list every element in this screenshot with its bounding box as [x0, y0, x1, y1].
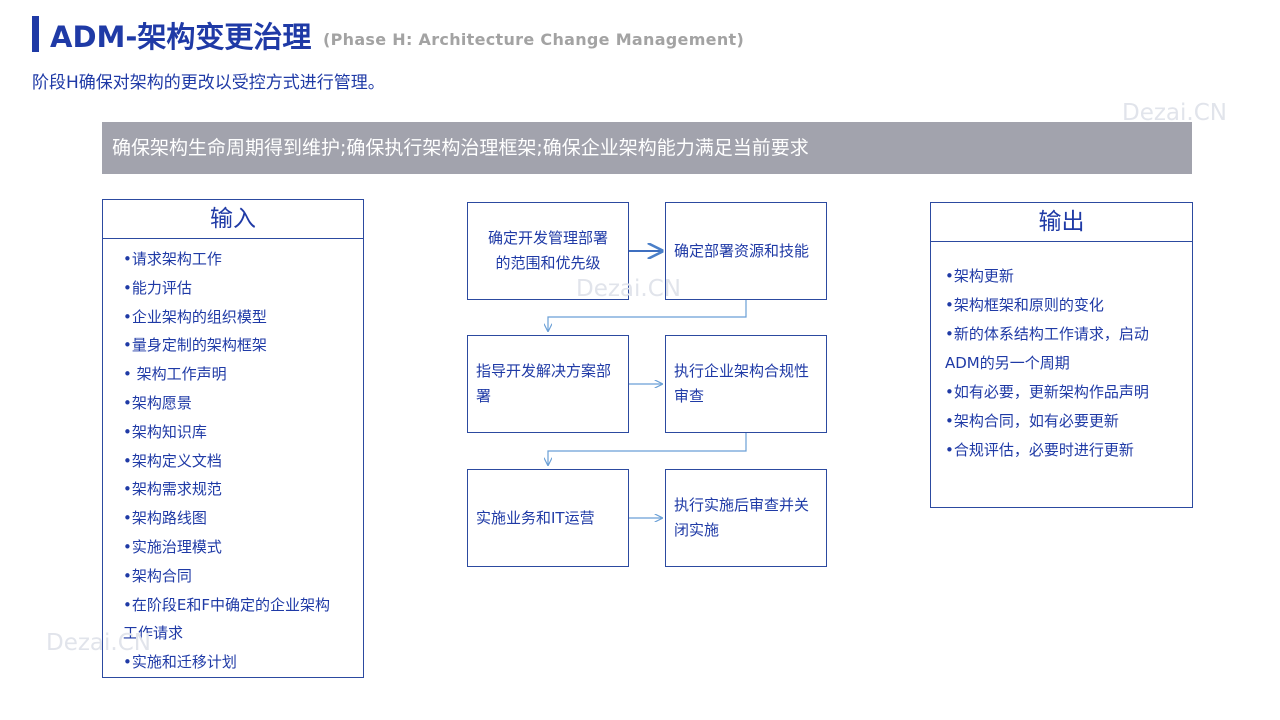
page-title: ADM-架构变更治理 [50, 20, 312, 54]
input-panel: 输入 •请求架构工作 •能力评估 •企业架构的组织模型 •量身定制的架构框架 •… [102, 199, 364, 678]
step-label: 实施业务和IT运营 [476, 508, 595, 527]
output-item: •架构框架和原则的变化 [945, 296, 1104, 314]
input-item: •实施治理模式 [123, 537, 222, 556]
step-implement-operations: 实施业务和IT运营 [467, 469, 629, 567]
page-title-english: (Phase H: Architecture Change Management… [323, 30, 745, 49]
watermark: Dezai.CN [576, 276, 681, 302]
output-item: •新的体系结构工作请求，启动 [945, 325, 1149, 343]
step-label: 指导开发解决方案部署 [476, 362, 612, 405]
step-label: 确定部署资源和技能 [674, 241, 810, 260]
input-item: •请求架构工作 [123, 250, 222, 268]
input-item: •企业架构的组织模型 [123, 307, 267, 326]
step-guide-deployment: 指导开发解决方案部署 [467, 335, 629, 433]
input-list: •请求架构工作 •能力评估 •企业架构的组织模型 •量身定制的架构框架 • 架构… [103, 239, 363, 677]
input-item: •实施和迁移计划 [123, 653, 237, 672]
input-item: • 架构工作声明 [123, 365, 227, 384]
step-post-implementation-review: 执行实施后审查并关闭实施 [665, 469, 827, 567]
title-accent-bar [32, 16, 39, 52]
output-panel: 输出 •架构更新 •架构框架和原则的变化 •新的体系结构工作请求，启动 ADM的… [930, 202, 1193, 508]
step-define-scope: 确定开发管理部署的范围和优先级 [467, 202, 629, 300]
input-item: •架构定义文档 [123, 451, 222, 470]
output-item: •架构更新 [945, 267, 1014, 285]
step-label: 确定开发管理部署的范围和优先级 [487, 229, 608, 272]
step-compliance-review: 执行企业架构合规性审查 [665, 335, 827, 433]
arrow-step4-step5 [548, 433, 747, 465]
input-item: •能力评估 [123, 278, 192, 297]
output-list: •架构更新 •架构框架和原则的变化 •新的体系结构工作请求，启动 ADM的另一个… [931, 242, 1192, 465]
step-label: 执行企业架构合规性审查 [674, 362, 810, 405]
input-item: •架构知识库 [123, 422, 207, 441]
output-item: ADM的另一个周期 [945, 354, 1070, 372]
goal-banner: 确保架构生命周期得到维护;确保执行架构治理框架;确保企业架构能力满足当前要求 [102, 122, 1192, 174]
input-item: •在阶段E和F中确定的企业架构 [123, 595, 330, 614]
output-item: •合规评估，必要时进行更新 [945, 441, 1134, 459]
watermark: Dezai.CN [1122, 100, 1227, 126]
arrow-step2-step3 [548, 300, 747, 331]
input-panel-title: 输入 [103, 200, 363, 239]
input-item: •架构愿景 [123, 393, 192, 412]
step-label: 执行实施后审查并关闭实施 [674, 496, 810, 539]
output-item: •架构合同，如有必要更新 [945, 412, 1119, 430]
output-panel-title: 输出 [931, 203, 1192, 242]
input-item: •量身定制的架构框架 [123, 336, 267, 355]
output-item: •如有必要，更新架构作品声明 [945, 383, 1149, 401]
input-item: •架构路线图 [123, 509, 207, 528]
step-identify-resources: 确定部署资源和技能 [665, 202, 827, 300]
input-item: •架构合同 [123, 566, 192, 585]
page-subtitle: 阶段H确保对架构的更改以受控方式进行管理。 [32, 73, 385, 93]
input-item: •架构需求规范 [123, 480, 222, 499]
input-item: 工作请求 [123, 624, 184, 643]
watermark: Dezai.CN [46, 630, 151, 656]
